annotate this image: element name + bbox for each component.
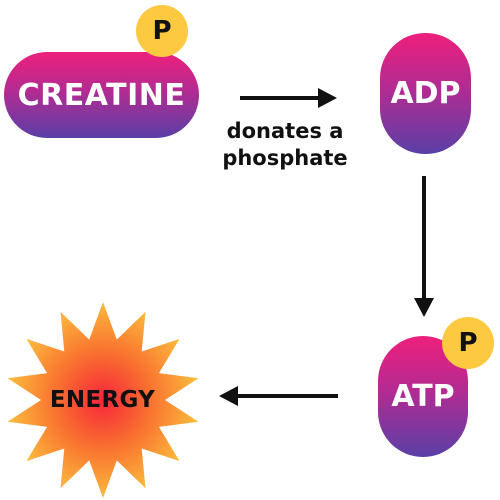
donates-phosphate-label: donates a phosphate xyxy=(220,118,350,172)
energy-label: ENERGY xyxy=(49,387,156,413)
creatine-phosphate-badge: P xyxy=(136,5,188,57)
donates-line-2: phosphate xyxy=(222,146,348,170)
adp-node: ADP xyxy=(380,33,471,154)
adp-label: ADP xyxy=(390,76,461,111)
atp-phosphate-label: P xyxy=(458,328,478,358)
creatine-phosphate-label: P xyxy=(152,16,172,46)
energy-burst-icon xyxy=(7,302,199,498)
donates-line-1: donates a xyxy=(226,119,344,143)
creatine-node: CREATINE xyxy=(4,52,199,138)
arrow-adp-to-atp xyxy=(414,176,434,317)
arrow-creatine-to-adp xyxy=(240,88,337,108)
arrow-atp-to-energy xyxy=(219,386,338,406)
creatine-label: CREATINE xyxy=(17,77,186,113)
atp-phosphate-badge: P xyxy=(442,317,494,369)
atp-label: ATP xyxy=(391,379,455,414)
energy-burst-shape xyxy=(7,302,199,498)
energy-node: ENERGY xyxy=(0,300,205,500)
